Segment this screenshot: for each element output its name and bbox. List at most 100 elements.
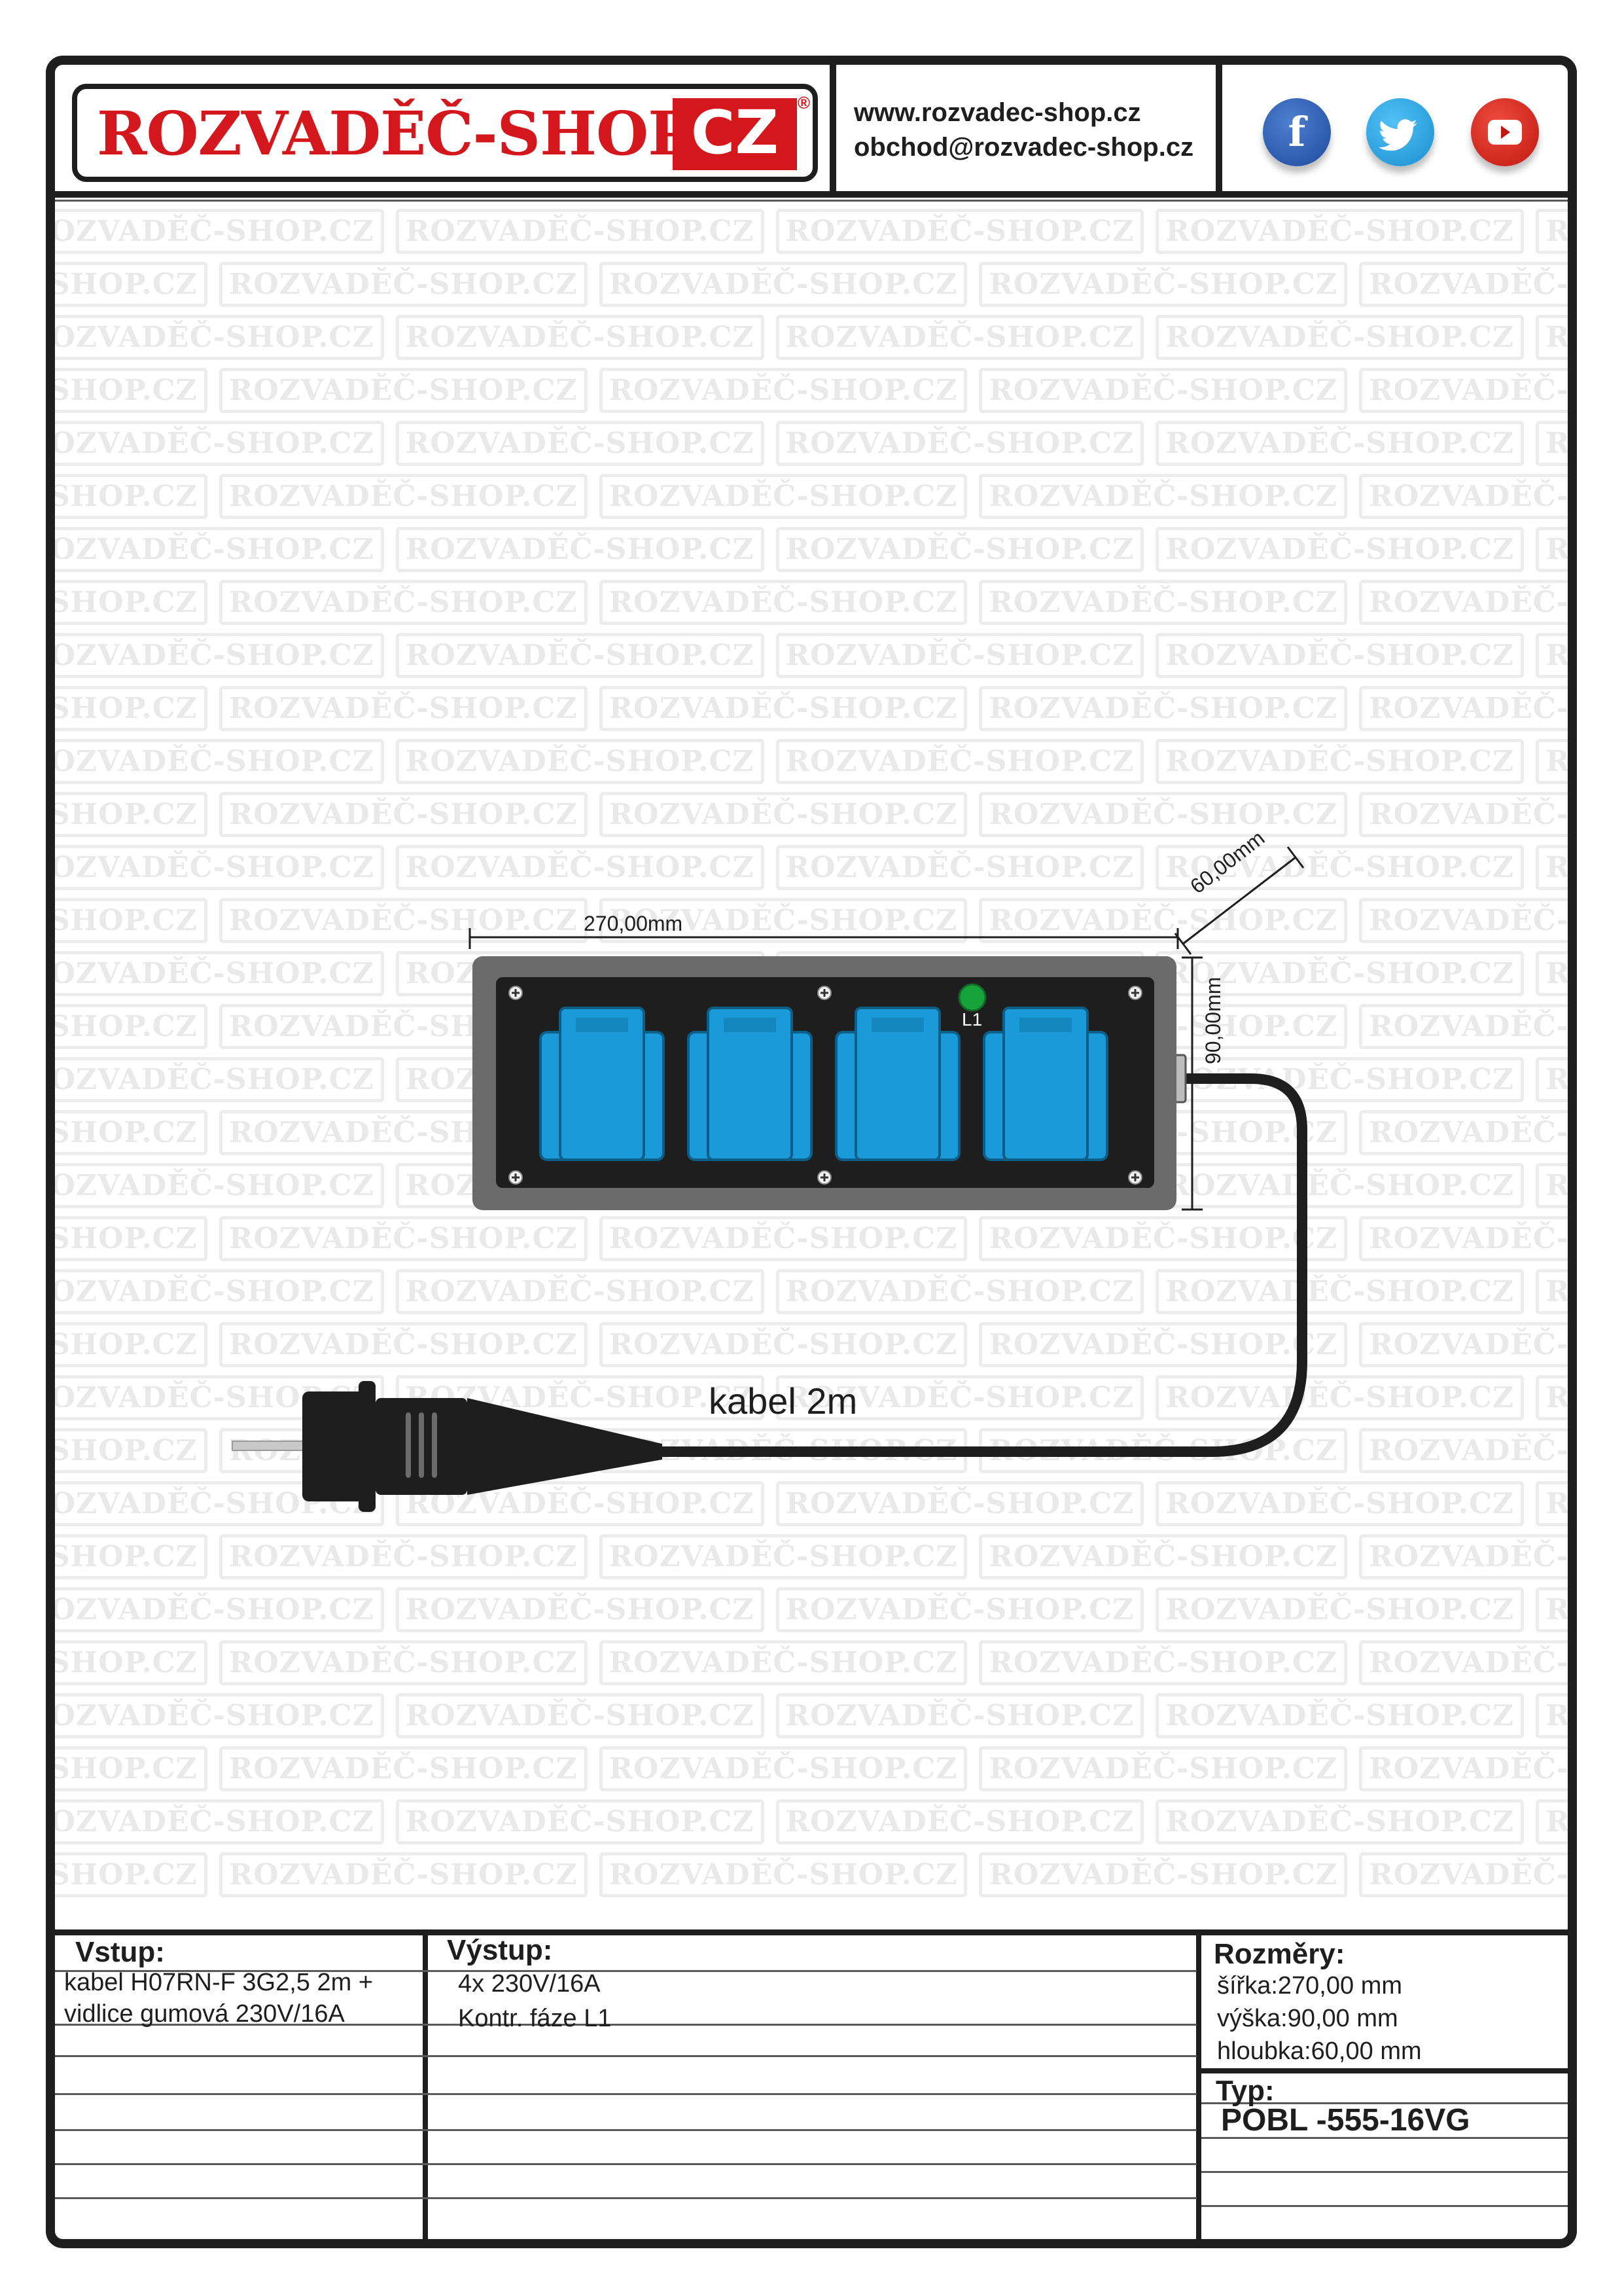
watermark-logo: ROZVADĚČ-SHOP.CZ (979, 1640, 1348, 1685)
watermark-row: ROZVADĚČ-SHOP.CZ ROZVADĚČ-SHOP.CZ ROZVADĚČ… (55, 421, 1568, 466)
watermark-logo: ROZVADĚČ-SHOP.CZ (55, 633, 384, 678)
watermark-logo: ROZVADĚČ-SHOP.CZ (395, 1693, 764, 1738)
watermark-logo: ROZVADĚČ-SHOP.CZ (599, 474, 968, 519)
watermark-logo: ROZVADĚČ-SHOP.CZ (979, 1216, 1348, 1261)
watermark-logo: ROZVADĚČ-SHOP.CZ (1359, 262, 1568, 307)
watermark-logo: ROZVADĚČ-SHOP.CZ (395, 527, 764, 572)
watermark-logo: ROZVADĚČ-SHOP.CZ (55, 951, 384, 996)
watermark-logo: ROZVADĚČ-SHOP.CZ (55, 474, 207, 519)
watermark-logo: ROZVADĚČ-SHOP.CZ (395, 1799, 764, 1844)
watermark-logo: ROZVADĚČ-SHOP.CZ (1156, 1269, 1525, 1314)
watermark-logo: ROZVADĚČ-SHOP.CZ (1156, 633, 1525, 678)
watermark-logo: ROZVADĚČ-SHOP.CZ (395, 739, 764, 784)
watermark-logo: ROZVADĚČ-SHOP.CZ (599, 1216, 968, 1261)
watermark-row: ROZVADĚČ-SHOP.CZROZVADĚČ-SHOP.CZROZVADĚČ… (55, 1746, 1568, 1791)
watermark-logo: ROZVADĚČ-SHOP.CZ (219, 898, 588, 943)
watermark-logo: ROZVADĚČ-SHOP.CZ (1156, 315, 1525, 360)
watermark-logo: ROZVADĚČ-SHOP.CZ (775, 1269, 1144, 1314)
watermark-logo: ROZVADĚČ-SHOP.CZ (1536, 421, 1568, 466)
output-line-1: 4x 230V/16A (458, 1970, 601, 1998)
watermark-logo: ROZVADĚČ-SHOP.CZ (55, 1322, 207, 1367)
table-top-border (55, 1929, 1568, 1935)
watermark-logo: ROZVADĚČ-SHOP.CZ (1156, 845, 1525, 890)
watermark-logo: ROZVADĚČ-SHOP.CZ (1156, 527, 1525, 572)
header-divider-thin (55, 200, 1568, 202)
watermark-logo: ROZVADĚČ-SHOP.CZ (219, 1322, 588, 1367)
watermark-logo: ROZVADĚČ-SHOP.CZ (55, 262, 207, 307)
input-heading: Vstup: (75, 1936, 165, 1968)
watermark-logo: ROZVADĚČ-SHOP.CZ (219, 262, 588, 307)
watermark-logo: ROZVADĚČ-SHOP.CZ (1359, 792, 1568, 837)
table-rule (55, 2163, 1197, 2165)
watermark-logo: ROZVADĚČ-SHOP.CZ (775, 739, 1144, 784)
watermark-logo: ROZVADĚČ-SHOP.CZ (219, 474, 588, 519)
twitter-icon[interactable] (1366, 98, 1434, 166)
watermark-logo: ROZVADĚČ-SHOP.CZ (55, 1799, 384, 1844)
website-link[interactable]: www.rozvadec-shop.cz (854, 98, 1141, 127)
watermark-logo: ROZVADĚČ-SHOP.CZ (1536, 1163, 1568, 1208)
watermark-logo: ROZVADĚČ-SHOP.CZ (55, 1110, 207, 1155)
watermark-logo: ROZVADĚČ-SHOP.CZ (1536, 739, 1568, 784)
watermark-logo: ROZVADĚČ-SHOP.CZ (1156, 1163, 1525, 1208)
watermark-logo: ROZVADĚČ-SHOP.CZ (55, 527, 384, 572)
watermark-row: ROZVADĚČ-SHOP.CZROZVADĚČ-SHOP.CZROZVADĚČ… (55, 898, 1568, 943)
watermark-logo: ROZVADĚČ-SHOP.CZ (55, 792, 207, 837)
youtube-icon[interactable] (1471, 98, 1539, 166)
dimensions-width: šířka:270,00 mm (1217, 1972, 1402, 2000)
watermark-logo: ROZVADĚČ-SHOP.CZ (979, 792, 1348, 837)
watermark-logo: ROZVADĚČ-SHOP.CZ (1156, 1481, 1525, 1526)
watermark-logo: ROZVADĚČ-SHOP.CZ (55, 209, 384, 254)
watermark-logo: ROZVADĚČ-SHOP.CZ (395, 1587, 764, 1632)
output-line-2: Kontr. fáze L1 (458, 2005, 612, 2032)
watermark-logo: ROZVADĚČ-SHOP.CZ (219, 1746, 588, 1791)
watermark-logo: ROZVADĚČ-SHOP.CZ (599, 1640, 968, 1685)
watermark-logo: ROZVADĚČ-SHOP.CZ (1156, 421, 1525, 466)
watermark-logo: ROZVADĚČ-SHOP.CZ (979, 1746, 1348, 1791)
brand-logo[interactable]: ROZVADĚČ-SHOP CZ ® (72, 84, 818, 182)
table-rule (1201, 2171, 1568, 2173)
watermark-logo: ROZVADĚČ-SHOP.CZ (1536, 527, 1568, 572)
table-rule (55, 1970, 1197, 1972)
watermark-logo: ROZVADĚČ-SHOP.CZ (979, 898, 1348, 943)
youtube-play-icon (1488, 120, 1522, 145)
watermark-row: ROZVADĚČ-SHOP.CZROZVADĚČ-SHOP.CZROZVADĚČ… (55, 1216, 1568, 1261)
header-separator-1 (830, 65, 836, 196)
watermark-logo: ROZVADĚČ-SHOP.CZ (775, 1481, 1144, 1526)
watermark-logo: ROZVADĚČ-SHOP.CZ (1536, 633, 1568, 678)
watermark-row: ROZVADĚČ-SHOP.CZ ROZVADĚČ-SHOP.CZ ROZVADĚČ… (55, 1322, 1568, 1367)
table-type-divider (1196, 2068, 1568, 2073)
dimensions-height: výška:90,00 mm (1217, 2005, 1398, 2032)
table-col-divider-1 (423, 1929, 428, 2239)
table-col-divider-2 (1196, 1929, 1201, 2239)
watermark-logo: ROZVADĚČ-SHOP.CZ (775, 421, 1144, 466)
watermark-logo: ROZVADĚČ-SHOP.CZ (599, 262, 968, 307)
watermark-logo: ROZVADĚČ-SHOP.CZ (55, 845, 384, 890)
watermark-row: ROZVADĚČ-SHOP.CZROZVADĚČ-SHOP.CZROZVADĚČ… (55, 686, 1568, 731)
watermark-logo: ROZVADĚČ-SHOP.CZ (775, 1799, 1144, 1844)
watermark-row: ROZVADĚČ-SHOP.CZROZVADĚČ-SHOP.CZROZVADĚČ… (55, 474, 1568, 519)
watermark-logo: ROZVADĚČ-SHOP.CZ (1359, 1322, 1568, 1367)
facebook-icon[interactable]: f (1263, 98, 1331, 166)
watermark-row: ROZVADĚČ-SHOP.CZROZVADĚČ-SHOP.CZROZVADĚČ… (55, 262, 1568, 307)
watermark-logo: ROZVADĚČ-SHOP.CZ (775, 1693, 1144, 1738)
watermark-row: ROZVADĚČ-SHOP.CZROZVADĚČ-SHOP.CZROZVADĚČ… (55, 1534, 1568, 1579)
watermark-logo: ROZVADĚČ-SHOP.CZ (599, 792, 968, 837)
watermark-logo: ROZVADĚČ-SHOP.CZ (1156, 1799, 1525, 1844)
table-rule (55, 2093, 1197, 2095)
watermark-row: ROZVADĚČ-SHOP.CZ ROZVADĚČ-SHOP.CZ ROZVADĚČ… (55, 633, 1568, 678)
watermark-logo: ROZVADĚČ-SHOP.CZ (219, 1534, 588, 1579)
watermark-logo: ROZVADĚČ-SHOP.CZ (1156, 1057, 1525, 1102)
table-rule (55, 2197, 1197, 2199)
email-link[interactable]: obchod@rozvadec-shop.cz (854, 133, 1194, 162)
watermark-logo: ROZVADĚČ-SHOP.CZ (1156, 739, 1525, 784)
watermark-logo: ROZVADĚČ-SHOP.CZ (219, 686, 588, 731)
watermark-logo: ROZVADĚČ-SHOP.CZ (55, 1004, 207, 1049)
watermark-logo: ROZVADĚČ-SHOP.CZ (1156, 209, 1525, 254)
watermark-logo: ROZVADĚČ-SHOP.CZ (1359, 1428, 1568, 1473)
watermark-logo: ROZVADĚČ-SHOP.CZ (55, 686, 207, 731)
logo-text: ROZVADĚČ-SHOP (97, 98, 693, 169)
